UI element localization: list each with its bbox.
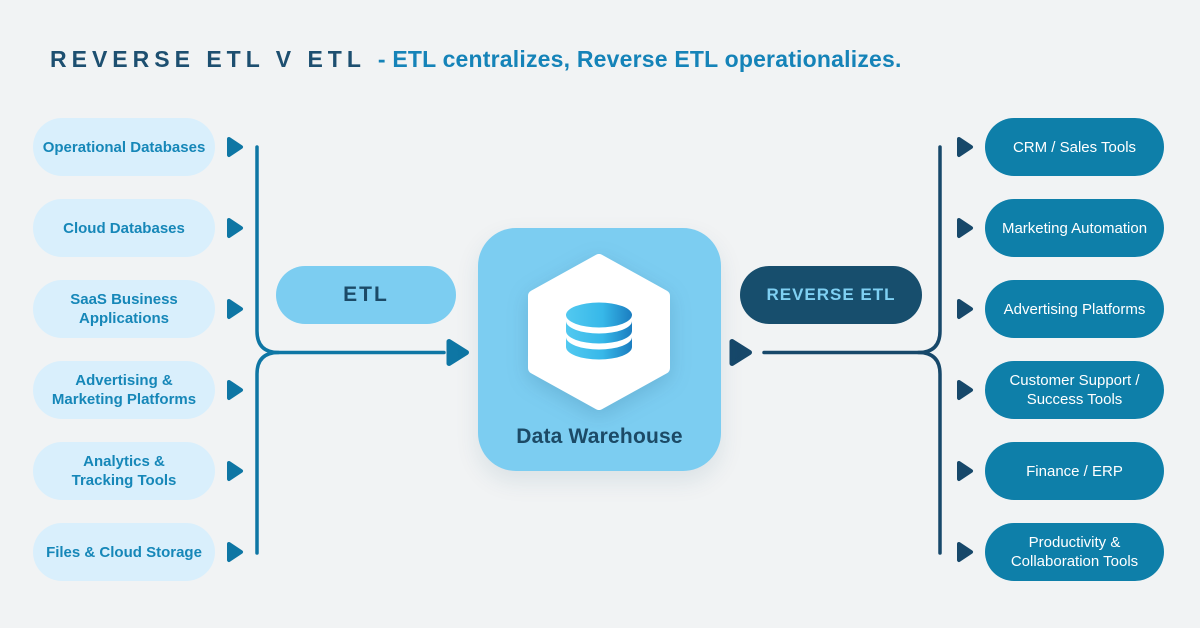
play-arrow-icon	[227, 542, 243, 562]
source-row: Cloud Databases	[33, 199, 244, 257]
play-arrow-icon	[957, 137, 973, 157]
play-arrow-icon	[957, 299, 973, 319]
destination-pill-crm-sales-tools: CRM / Sales Tools	[985, 118, 1164, 176]
source-label: SaaS Business Applications	[70, 291, 178, 327]
source-merge-wire	[255, 145, 446, 555]
destination-row: Advertising Platforms	[956, 280, 1164, 338]
play-arrow-icon	[957, 380, 973, 400]
reverse-etl-label: REVERSE ETL	[766, 285, 896, 304]
destination-row: CRM / Sales Tools	[956, 118, 1164, 176]
destination-pill-customer-support-success-tools: Customer Support / Success Tools	[985, 361, 1164, 419]
source-pill-saas-business-applications: SaaS Business Applications	[33, 280, 215, 338]
source-label: Files & Cloud Storage	[46, 543, 202, 561]
hexagon-shape	[528, 254, 670, 410]
destination-label: Customer Support / Success Tools	[1009, 372, 1140, 408]
source-label: Advertising & Marketing Platforms	[51, 372, 197, 408]
source-row: Analytics & Tracking Tools	[33, 442, 244, 500]
destination-label: Marketing Automation	[1001, 219, 1148, 237]
reverse-etl-arrowhead-icon	[729, 339, 752, 366]
source-row: Advertising & Marketing Platforms	[33, 361, 244, 419]
source-label: Cloud Databases	[63, 219, 185, 237]
source-pill-operational-databases: Operational Databases	[33, 118, 215, 176]
play-arrow-icon	[227, 299, 243, 319]
data-warehouse-card: Data Warehouse	[478, 228, 721, 471]
play-arrow-icon	[227, 380, 243, 400]
source-pill-files-cloud-storage: Files & Cloud Storage	[33, 523, 215, 581]
destination-pill-marketing-automation: Marketing Automation	[985, 199, 1164, 257]
source-pill-cloud-databases: Cloud Databases	[33, 199, 215, 257]
source-pill-analytics-tracking-tools: Analytics & Tracking Tools	[33, 442, 215, 500]
warehouse-label: Data Warehouse	[516, 425, 683, 448]
etl-arrowhead-icon	[446, 339, 469, 366]
play-arrow-icon	[957, 461, 973, 481]
destination-label: Finance / ERP	[1026, 462, 1123, 480]
play-arrow-icon	[957, 218, 973, 238]
hexagon-badge	[528, 254, 670, 410]
source-row: Operational Databases	[33, 118, 244, 176]
destination-row: Finance / ERP	[956, 442, 1164, 500]
destination-row: Customer Support / Success Tools	[956, 361, 1164, 419]
play-arrow-icon	[227, 137, 243, 157]
destination-pill-finance-erp: Finance / ERP	[985, 442, 1164, 500]
source-row: Files & Cloud Storage	[33, 523, 244, 581]
source-label: Analytics & Tracking Tools	[71, 453, 177, 489]
page-title: REVERSE ETL V ETL - ETL centralizes, Rev…	[50, 46, 902, 73]
destination-row: Marketing Automation	[956, 199, 1164, 257]
title-main: REVERSE ETL V ETL	[50, 46, 366, 72]
source-pill-advertising-marketing-platforms: Advertising & Marketing Platforms	[33, 361, 215, 419]
destination-label: Productivity & Collaboration Tools	[1010, 534, 1139, 570]
title-subtitle: - ETL centralizes, Reverse ETL operation…	[377, 46, 902, 72]
destination-label: Advertising Platforms	[1003, 300, 1146, 318]
etl-label: ETL	[343, 283, 389, 306]
destination-pill-advertising-platforms: Advertising Platforms	[985, 280, 1164, 338]
play-arrow-icon	[227, 461, 243, 481]
database-icon	[566, 302, 632, 360]
destination-split-wire	[762, 145, 942, 555]
play-arrow-icon	[957, 542, 973, 562]
destination-label: CRM / Sales Tools	[1012, 138, 1137, 156]
play-arrow-icon	[227, 218, 243, 238]
destination-pill-productivity-collaboration-tools: Productivity & Collaboration Tools	[985, 523, 1164, 581]
reverse-etl-pill: REVERSE ETL	[740, 266, 922, 324]
etl-pill: ETL	[276, 266, 456, 324]
source-label: Operational Databases	[42, 138, 206, 156]
source-row: SaaS Business Applications	[33, 280, 244, 338]
destination-row: Productivity & Collaboration Tools	[956, 523, 1164, 581]
